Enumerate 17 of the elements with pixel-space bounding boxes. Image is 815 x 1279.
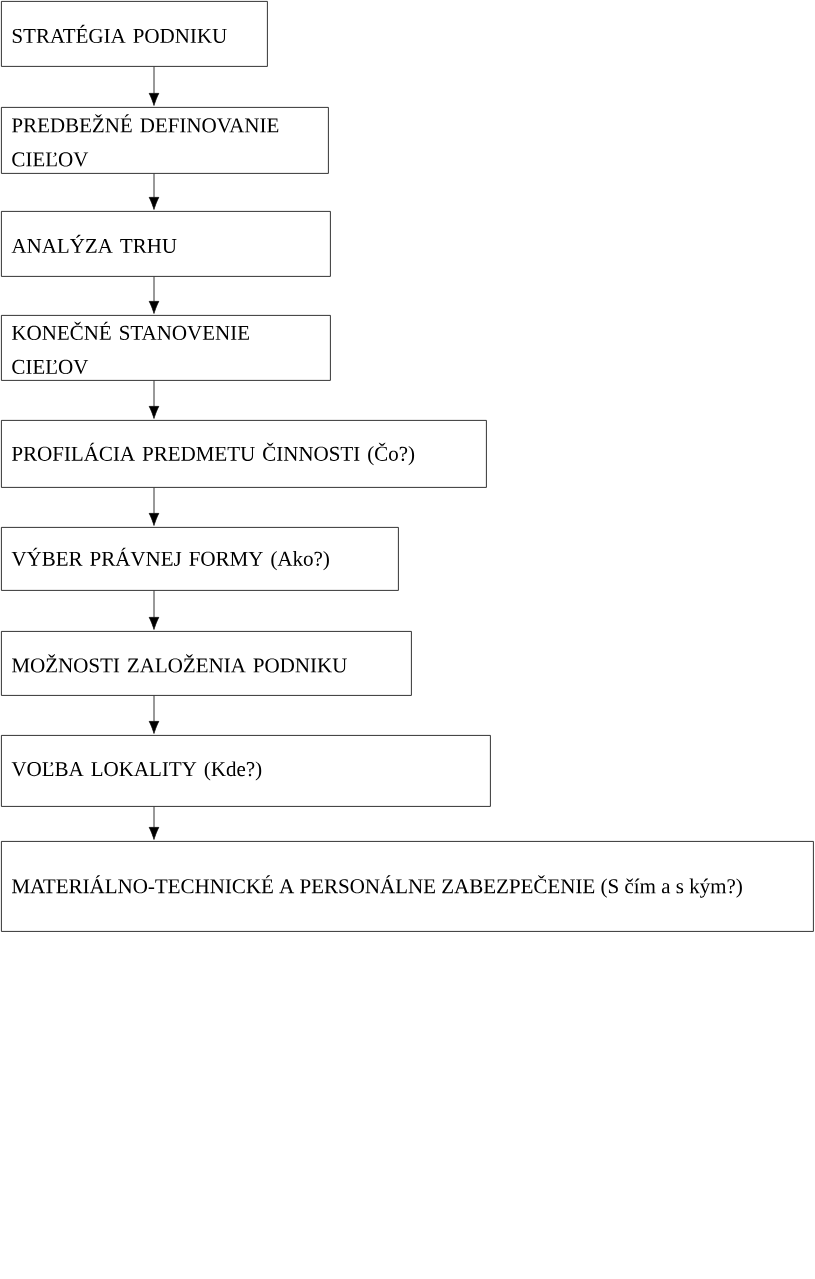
process-box: VÝBER PRÁVNEJ FORMY (Ako?) (1, 527, 399, 591)
process-box: MOŽNOSTI ZALOŽENIA PODNIKU (1, 631, 412, 696)
process-box: STRATÉGIA PODNIKU (1, 1, 268, 67)
arrow (148, 276, 160, 314)
arrow (148, 173, 160, 210)
arrow (148, 590, 160, 630)
arrow (148, 380, 160, 419)
process-box: KONEČNÉ STANOVENIE CIEĽOV (1, 315, 331, 381)
process-box: PREDBEŽNÉ DEFINOVANIE CIEĽOV (1, 107, 329, 174)
process-box: ANALÝZA TRHU (1, 211, 331, 277)
process-box: MATERIÁLNO-TECHNICKÉ A PERSONÁLNE ZABEZPEČENIE (S čím a s kým?) (1, 841, 814, 932)
arrow (148, 806, 160, 840)
process-box: PROFILÁCIA PREDMETU ČINNOSTI (Čo?) (1, 420, 487, 488)
arrow (148, 66, 160, 106)
arrow (148, 487, 160, 526)
process-box: VOĽBA LOKALITY (Kde?) (1, 735, 491, 807)
arrow (148, 695, 160, 734)
